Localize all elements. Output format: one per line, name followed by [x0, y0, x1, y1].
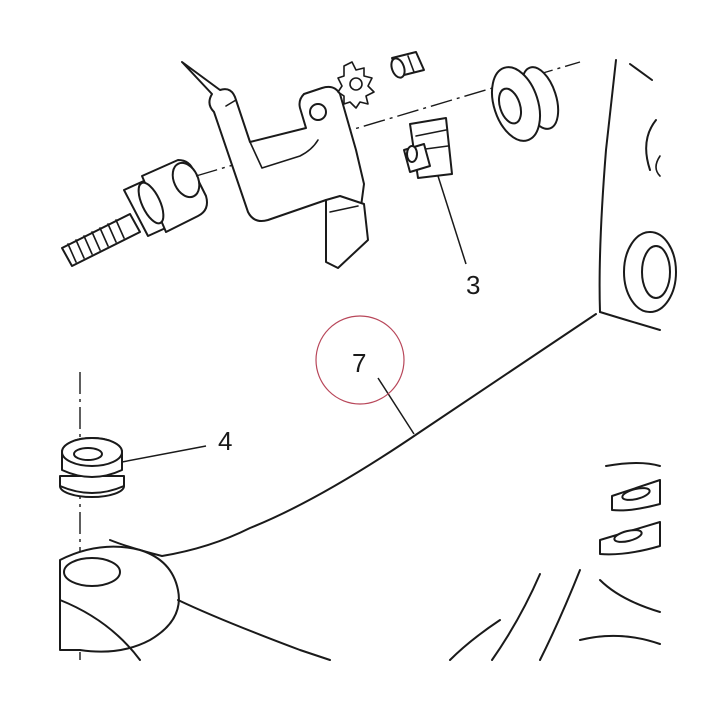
callout-part-7: 7: [352, 348, 366, 378]
bracket-plate: [181, 61, 369, 269]
highlight-circle: [315, 315, 405, 405]
leader-part-7: [377, 377, 415, 435]
housing-frame: [598, 59, 677, 331]
callout-part-4: 4: [218, 426, 232, 456]
threaded-stud: [61, 159, 208, 267]
clip-part-3: [403, 117, 453, 179]
small-screw: [390, 51, 425, 79]
callout-part-3: 3: [466, 270, 480, 300]
star-washer: [337, 61, 375, 109]
lever-body: [59, 313, 661, 661]
leader-part-3: [437, 175, 467, 265]
leader-part-4: [121, 445, 207, 463]
grommet-part-4: [59, 437, 125, 498]
grommet-upper: [491, 66, 560, 142]
